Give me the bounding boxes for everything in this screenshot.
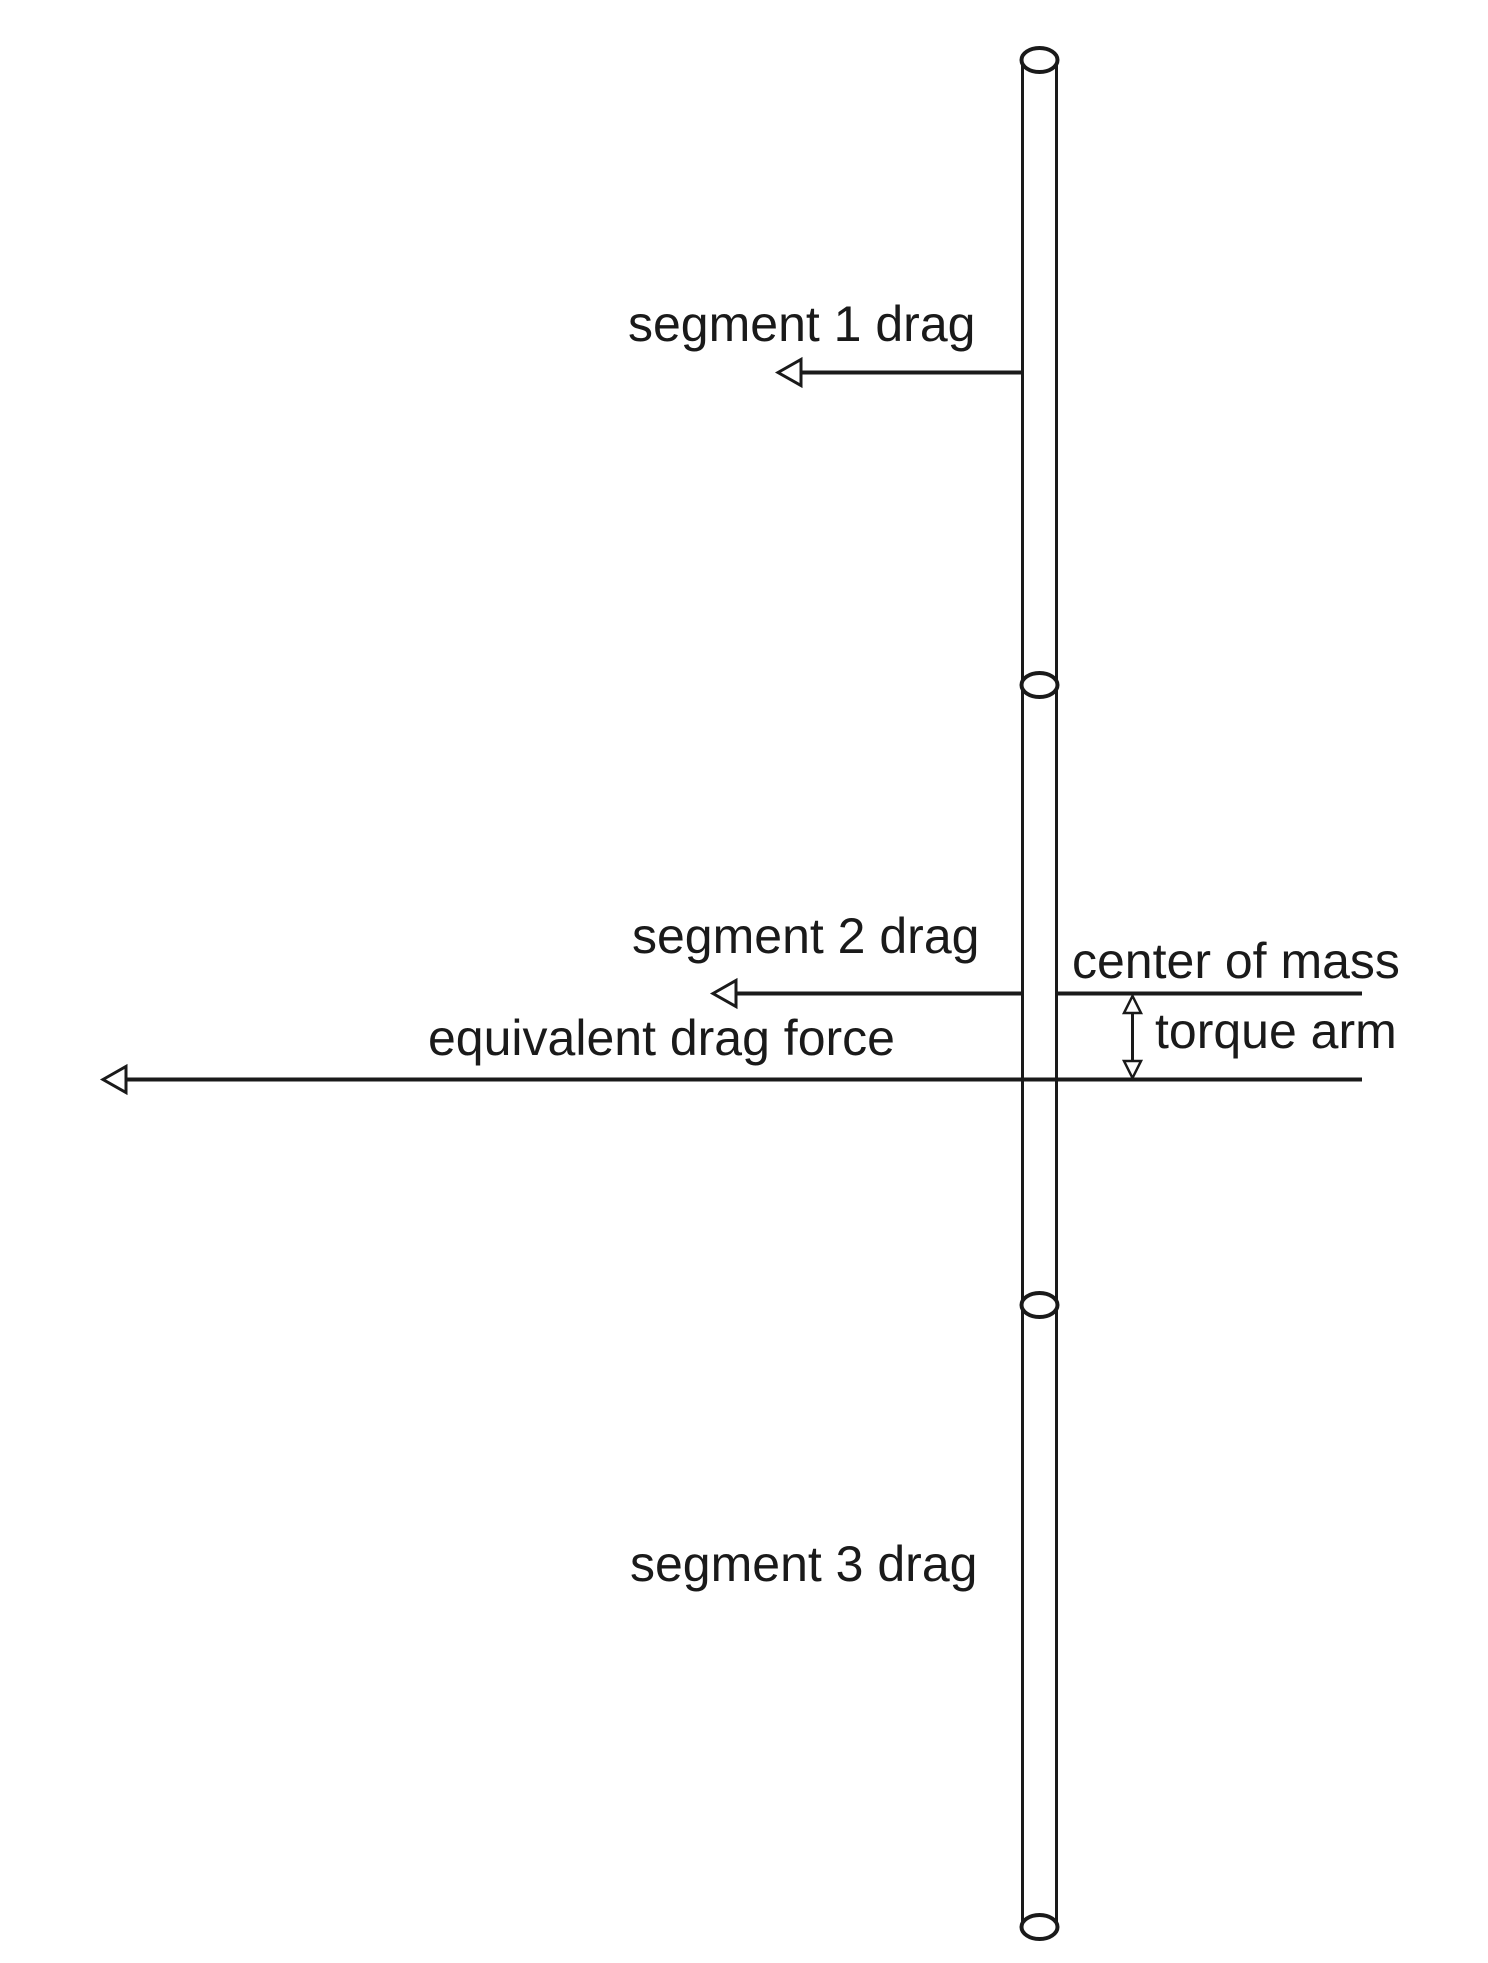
rod-joint-2-ellipse — [1019, 1291, 1060, 1319]
rod-joint-1-ellipse — [1019, 671, 1060, 699]
rod-bottom-end-ellipse — [1019, 1913, 1060, 1941]
segment-3-drag-label: segment 3 drag — [630, 1536, 978, 1592]
segment-1-drag-arrowhead-icon — [774, 356, 803, 389]
center-of-mass-label: center of mass — [1072, 933, 1400, 989]
segment-2-drag-label: segment 2 drag — [632, 908, 980, 964]
rod — [1021, 60, 1058, 1927]
torque-arm-label: torque arm — [1155, 1003, 1397, 1059]
equivalent-drag-force-label: equivalent drag force — [428, 1010, 895, 1066]
equivalent-drag-force-arrow — [99, 1063, 1362, 1096]
torque-arm-up-arrowhead-icon — [1121, 993, 1144, 1015]
equivalent-drag-force-arrowhead-icon — [99, 1063, 128, 1096]
segment-1-drag-arrow — [774, 356, 1022, 389]
torque-arm-down-arrowhead-icon — [1121, 1059, 1144, 1081]
segment-2-drag-arrowhead-icon — [709, 977, 738, 1010]
segment-2-drag-arrow — [709, 977, 1022, 1010]
torque-arm-dimension-arrow — [1121, 993, 1144, 1081]
rod-top-end-ellipse — [1019, 46, 1060, 74]
segment-1-drag-label: segment 1 drag — [628, 296, 976, 352]
